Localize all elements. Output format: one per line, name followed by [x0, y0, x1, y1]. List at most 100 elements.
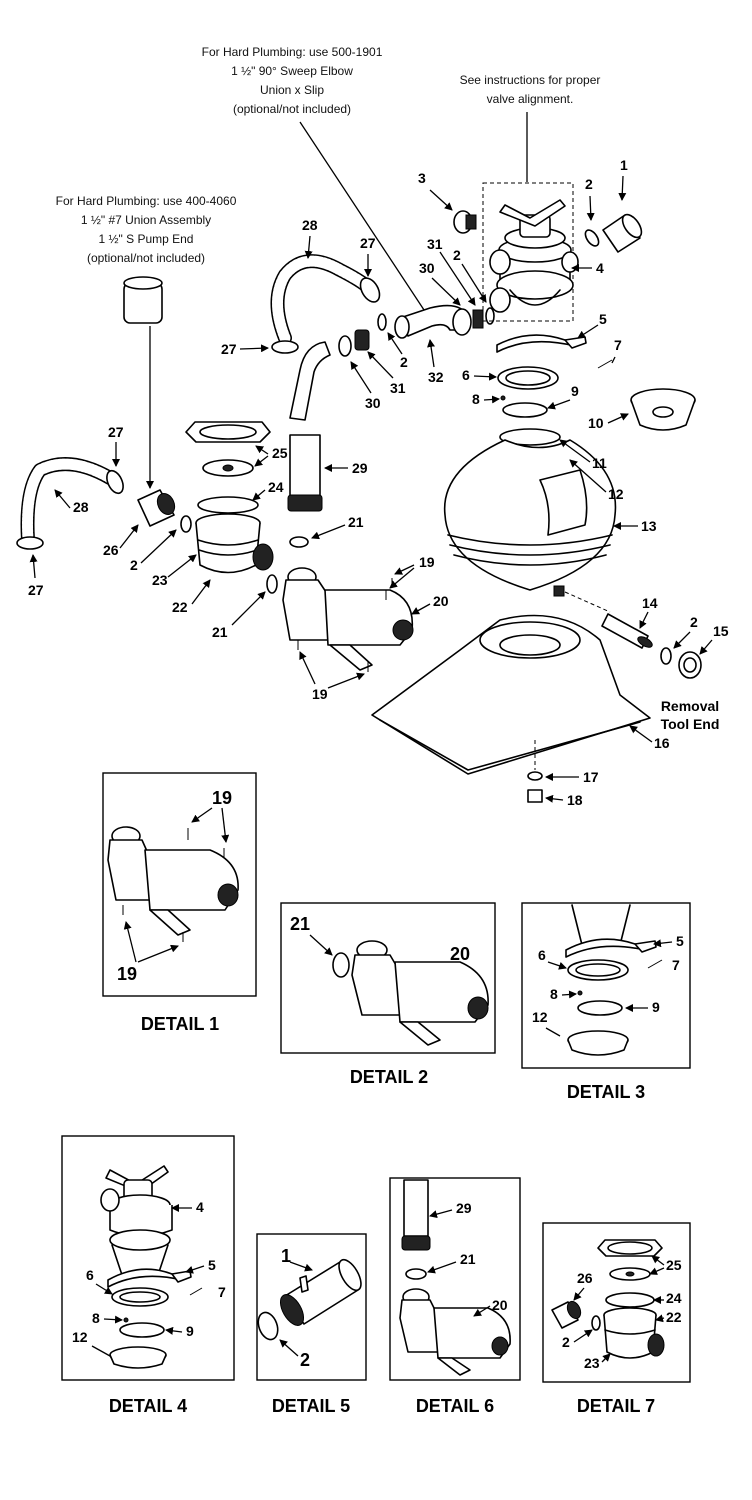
nut-part	[500, 395, 506, 401]
callout-label: 28	[302, 217, 318, 233]
hose-ribs	[272, 255, 378, 344]
o-ring-part	[180, 515, 192, 533]
detail-4: 4 5 6 7 8 9 12 DETAIL 4	[61, 1135, 235, 1416]
detail-7: 25 26 24 22 2 23 DETAIL 7	[542, 1222, 691, 1416]
strainer-lid-part	[185, 421, 271, 477]
callout-arrow	[29, 554, 38, 579]
o-ring-part	[338, 335, 352, 357]
callout-label: 32	[428, 369, 444, 385]
detail-frame	[389, 1177, 521, 1381]
callout-arrow	[252, 489, 266, 501]
bolt-part	[527, 789, 543, 803]
detail-frame	[61, 1135, 235, 1381]
callout-label: 17	[583, 769, 599, 785]
detail-callout: 2	[562, 1334, 570, 1350]
detail-6: 29 21 20 DETAIL 6	[389, 1177, 521, 1416]
hose-clamp-part	[271, 340, 299, 354]
callout-arrow	[577, 324, 599, 339]
note-line: 1 ½" S Pump End	[99, 232, 194, 246]
multiport-valve	[489, 199, 579, 313]
callout-label: 31	[390, 380, 406, 396]
hose-clamp-part	[16, 536, 44, 550]
callout-arrow	[54, 489, 71, 509]
filter-tank-part	[443, 428, 617, 597]
detail-callout: 29	[456, 1200, 472, 1216]
elbow-leader-line	[299, 121, 429, 317]
detail-callout: 22	[666, 1309, 682, 1325]
detail-title: DETAIL 1	[141, 1014, 219, 1034]
callout-arrow	[119, 524, 139, 549]
detail-callout: 25	[666, 1257, 682, 1273]
callout-arrow	[618, 175, 627, 201]
detail-frame	[102, 772, 257, 997]
callout-label: 2	[400, 354, 408, 370]
detail-callout: 7	[672, 957, 680, 973]
drain-plug-part	[453, 210, 477, 234]
callout-arrow	[140, 529, 177, 564]
callout-label: 23	[152, 572, 168, 588]
callout-arrow	[239, 344, 269, 353]
detail-callout: 5	[676, 933, 684, 949]
union-assembly-part	[123, 276, 163, 324]
callout-label: 9	[571, 383, 579, 399]
standpipe-part	[289, 434, 321, 498]
sweep-elbow-part	[394, 304, 472, 339]
detail-frame	[521, 902, 691, 1069]
callout-arrow	[387, 332, 403, 355]
callout-arrow	[389, 567, 415, 589]
union-nut-part	[472, 309, 484, 329]
detail-1: 19 19 DETAIL 1	[102, 772, 257, 1034]
detail-callout: 5	[208, 1257, 216, 1273]
detail-callout: 7	[218, 1284, 226, 1300]
callout-label: 13	[641, 518, 657, 534]
callout-arrow	[299, 651, 316, 685]
callout-label: 7	[614, 337, 622, 353]
callout-label: 30	[419, 260, 435, 276]
callout-label: 21	[212, 624, 228, 640]
callout-arrow	[427, 339, 435, 368]
callout-arrow	[167, 554, 197, 578]
detail-callout: 21	[460, 1251, 476, 1267]
detail-callout: 23	[584, 1355, 600, 1371]
detail-title: DETAIL 5	[272, 1396, 350, 1416]
removal-tool-label: Tool End	[661, 716, 720, 732]
callout-label: 11	[592, 455, 607, 471]
note-line: 1 ½" #7 Union Assembly	[81, 213, 211, 227]
detail-callout: 1	[281, 1246, 291, 1266]
callout-arrow	[699, 639, 713, 655]
callout-arrow	[304, 235, 313, 259]
callout-arrow	[559, 439, 591, 463]
callout-label: 27	[28, 582, 44, 598]
callout-label: 18	[567, 792, 583, 808]
note-line: valve alignment.	[487, 92, 574, 106]
callout-arrow	[429, 189, 453, 211]
o-ring-part	[485, 307, 495, 325]
note-line: For Hard Plumbing: use 400-4060	[56, 194, 237, 208]
callout-arrow	[394, 564, 415, 575]
callout-label: 2	[690, 614, 698, 630]
callout-label: 2	[585, 176, 593, 192]
detail-callout: 8	[550, 986, 558, 1002]
callout-label: 16	[654, 735, 670, 751]
removal-tool-part	[678, 651, 702, 679]
callout-label: 5	[599, 311, 607, 327]
callout-arrow	[461, 263, 487, 303]
strainer-housing-part	[195, 513, 274, 574]
callout-arrow	[311, 524, 346, 540]
valve-alignment-box	[482, 182, 574, 322]
detail-frame	[280, 902, 496, 1054]
detail-callout: 4	[196, 1199, 204, 1215]
drain-tube-part	[601, 613, 653, 649]
callout-label: 19	[312, 686, 328, 702]
callout-label: 15	[713, 623, 729, 639]
callout-arrow	[586, 195, 595, 221]
callout-arrow	[547, 399, 571, 410]
o-ring-part	[502, 402, 548, 418]
detail-callout: 26	[577, 1270, 593, 1286]
hose-clamp-part	[106, 469, 124, 495]
nut-part	[527, 771, 543, 781]
note-line: (optional/not included)	[87, 251, 205, 265]
callout-arrow	[639, 611, 649, 629]
o-ring-part	[197, 496, 259, 514]
